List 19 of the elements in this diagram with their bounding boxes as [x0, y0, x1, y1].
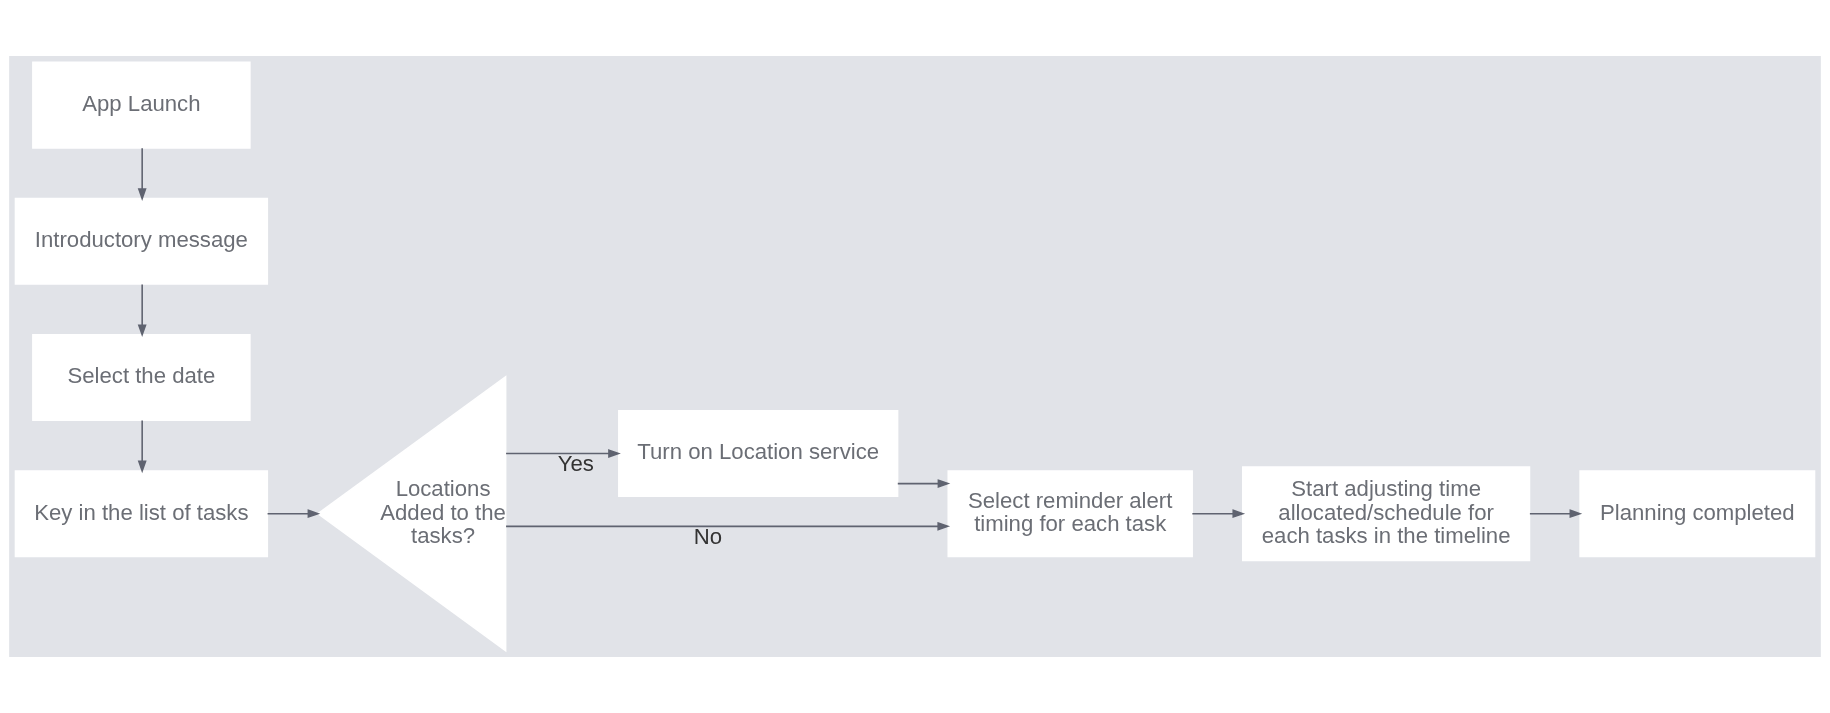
- node-box: Key in the list of tasks: [14, 470, 269, 558]
- arrow: [137, 419, 147, 474]
- node-box: Turn on Location service: [618, 409, 899, 498]
- edge-label: Yes: [557, 451, 594, 477]
- arrow: [505, 521, 951, 531]
- node-box: Start adjusting time allocated/schedule for each tasks in the timeline: [1242, 466, 1531, 562]
- node-box: Planning completed: [1579, 470, 1816, 558]
- arrow: [137, 283, 147, 338]
- arrow: [266, 509, 321, 519]
- arrow: [1529, 509, 1583, 519]
- node-box: Select the date: [32, 333, 251, 422]
- edge-label: No: [693, 524, 723, 550]
- node-box: Select reminder alert timing for each task: [947, 470, 1193, 558]
- node-box: App Launch: [32, 61, 251, 149]
- arrow: [137, 147, 147, 201]
- arrow: [505, 449, 621, 458]
- arrow: [897, 479, 951, 489]
- node-box: Introductory message: [14, 197, 269, 285]
- arrow: [1191, 509, 1246, 519]
